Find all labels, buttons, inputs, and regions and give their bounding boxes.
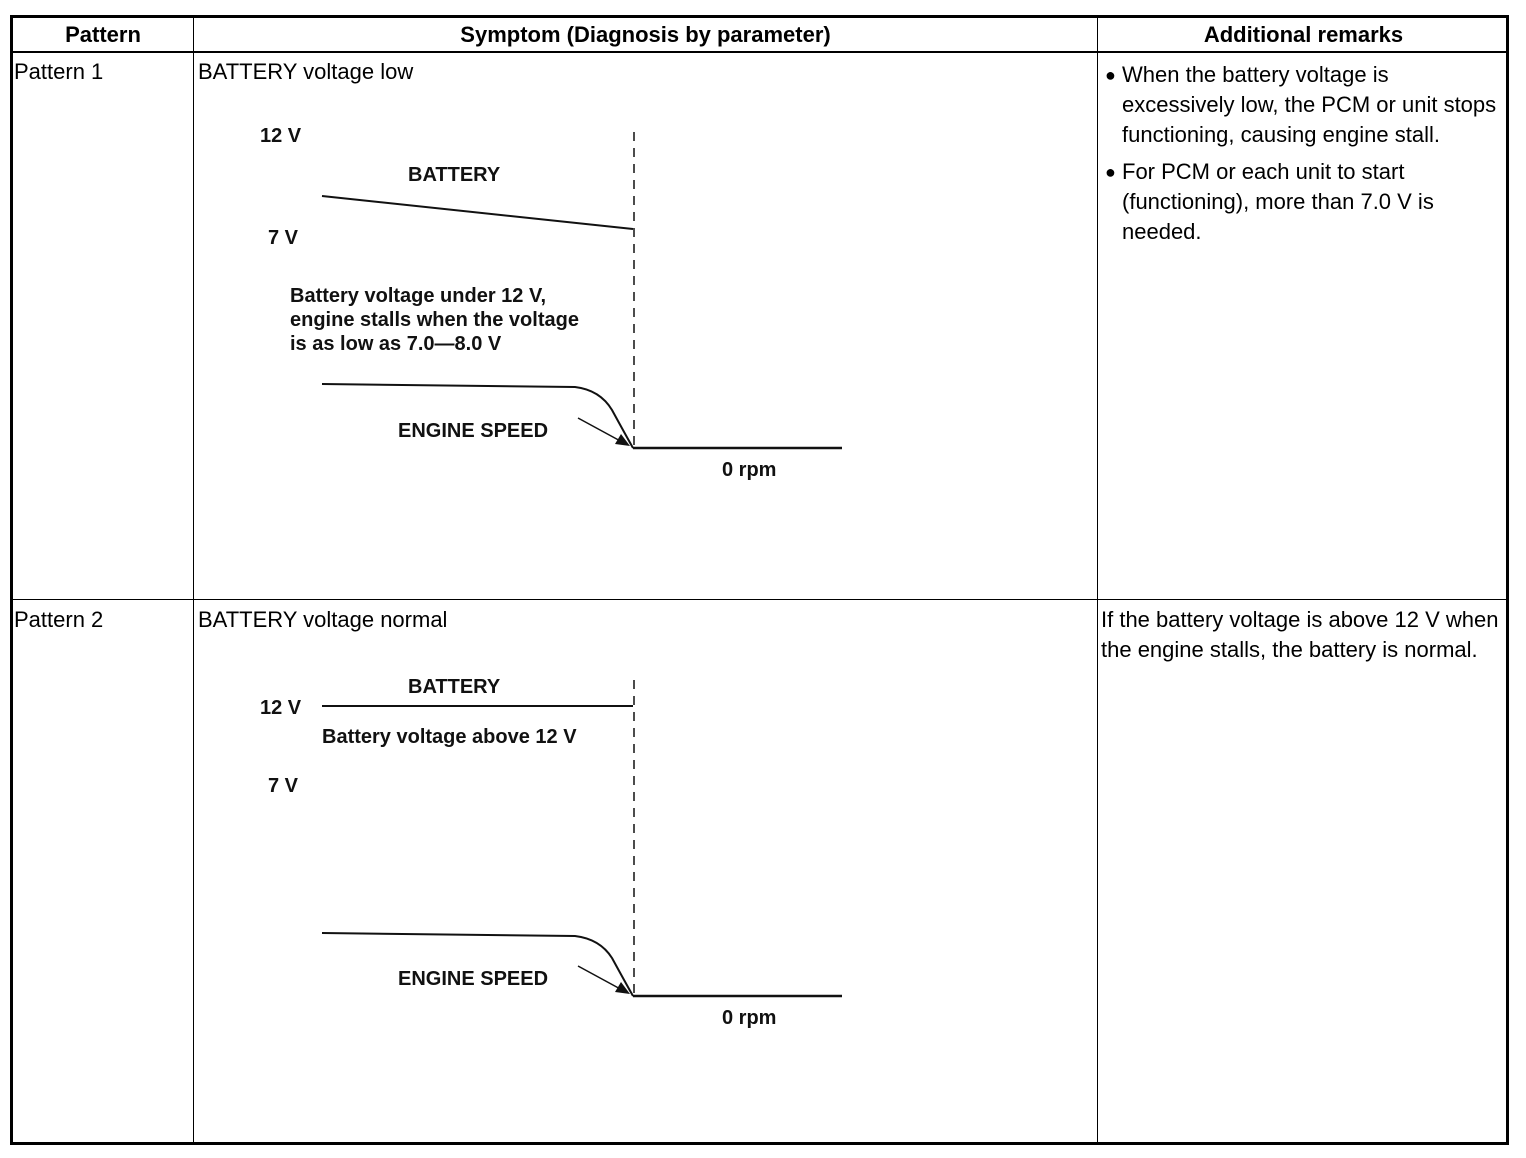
engine-speed-curve: [321, 932, 634, 997]
note-line: Battery voltage under 12 V,: [290, 285, 546, 307]
header-symptom: Symptom (Diagnosis by parameter): [460, 22, 831, 47]
battery-label: BATTERY: [408, 676, 501, 698]
header-remarks: Additional remarks: [1203, 22, 1404, 47]
column-divider: [1097, 15, 1098, 1145]
label-12v: 12 V: [260, 125, 302, 147]
label-7v: 7 V: [268, 227, 299, 249]
remark-paragraph: If the battery voltage is above 12 V whe…: [1101, 607, 1499, 662]
battery-label: BATTERY: [408, 164, 501, 186]
pattern-label: Pattern 1: [14, 59, 104, 84]
note-line: is as low as 7.0—8.0 V: [290, 333, 502, 355]
symptom-title: BATTERY voltage low: [198, 59, 414, 84]
bullet-icon: ●: [1105, 162, 1116, 182]
symptom-title: BATTERY voltage normal: [198, 607, 448, 632]
note-line: engine stalls when the voltage: [290, 309, 579, 331]
remarks-list: ●When the battery voltage is excessively…: [1102, 60, 1502, 254]
rpm-label: 0 rpm: [722, 459, 776, 481]
pointer-arrow: [577, 965, 625, 992]
remark-item: ●For PCM or each unit to start (function…: [1105, 159, 1434, 244]
engine-speed-label: ENGINE SPEED: [398, 968, 548, 990]
row-divider: [10, 599, 1509, 600]
label-12v: 12 V: [260, 697, 302, 719]
rpm-label: 0 rpm: [722, 1007, 776, 1029]
remark-item: ●When the battery voltage is excessively…: [1105, 62, 1497, 147]
diagnosis-table: [10, 15, 1509, 1145]
bullet-icon: ●: [1105, 65, 1116, 85]
arrow-head: [615, 434, 630, 446]
arrow-head: [615, 982, 630, 994]
engine-speed-curve: [321, 383, 634, 449]
note-line: Battery voltage above 12 V: [322, 726, 577, 748]
engine-speed-label: ENGINE SPEED: [398, 420, 548, 442]
header-pattern: Pattern: [65, 22, 141, 47]
pointer-arrow: [577, 417, 625, 444]
column-divider: [193, 15, 194, 1145]
battery-voltage-line: [321, 195, 634, 230]
header-divider: [10, 51, 1509, 53]
pattern-label: Pattern 2: [14, 607, 104, 632]
label-7v: 7 V: [268, 775, 299, 797]
